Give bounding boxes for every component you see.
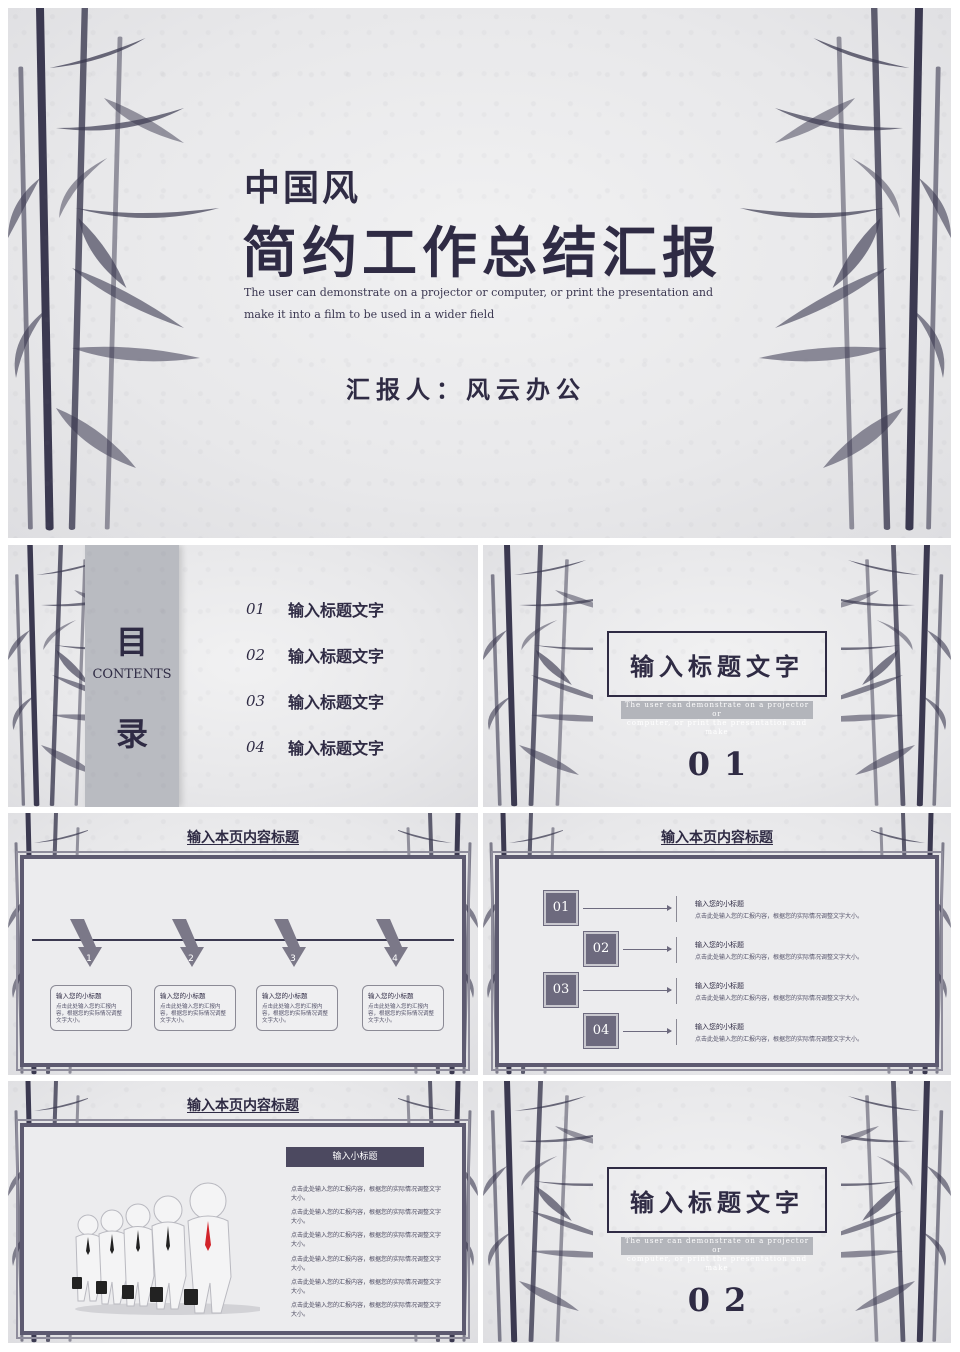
list-slide: 输入本页内容标题 01 02 03 04 输入您的小标题 点击此处输入您的汇报内… bbox=[483, 813, 951, 1075]
section-title: 输入标题文字 bbox=[630, 653, 804, 681]
toc-item-label: 输入标题文字 bbox=[288, 647, 385, 666]
toc-item-label: 输入标题文字 bbox=[288, 739, 385, 758]
paragraph: 点击此处输入您的汇报内容，根据您的实际情况调整文字大小。 bbox=[291, 1256, 442, 1272]
toc-slide: 目 CONTENTS 录 01 输入标题文字 02 输入标题文字 03 输入标题… bbox=[8, 545, 478, 807]
step-number: 2 bbox=[188, 954, 194, 964]
cover-reporter: 汇报人：风云办公 bbox=[346, 376, 586, 404]
divider bbox=[676, 978, 677, 1004]
step-arrow-icon bbox=[274, 919, 306, 967]
section-band-line: computer, or print the presentation and … bbox=[626, 719, 808, 736]
red-tie-icon bbox=[205, 1221, 211, 1251]
section-number: 01 bbox=[687, 745, 761, 783]
step-heading: 输入您的小标题 bbox=[262, 992, 308, 1000]
toc-char-bottom: 录 bbox=[115, 715, 148, 753]
step-body: 点击此处输入您的汇报内容，根据您的实际情况调整文字大小。 bbox=[368, 1004, 435, 1024]
divider bbox=[676, 1019, 677, 1045]
cover-title: 简约工作总结汇报 bbox=[242, 221, 723, 285]
business-team-illustration bbox=[72, 1182, 260, 1315]
toc-item-label: 输入标题文字 bbox=[288, 693, 385, 712]
list-number-box: 01 bbox=[543, 890, 579, 926]
page-title: 输入本页内容标题 bbox=[187, 1098, 299, 1114]
list-number-box: 04 bbox=[583, 1013, 619, 1049]
list-item-body: 点击此处输入您的汇报内容，根据您的实际情况调整文字大小。 bbox=[695, 995, 864, 1002]
step-body: 点击此处输入您的汇报内容，根据您的实际情况调整文字大小。 bbox=[262, 1004, 329, 1024]
step-number: 3 bbox=[290, 954, 296, 964]
divider bbox=[676, 937, 677, 963]
toc-item-number: 04 bbox=[246, 738, 266, 756]
section-number: 02 bbox=[687, 1281, 761, 1319]
step-card: 输入您的小标题 点击此处输入您的汇报内容，根据您的实际情况调整文字大小。 bbox=[154, 985, 236, 1031]
section-description-band: The user can demonstrate on a projector … bbox=[621, 701, 813, 736]
toc-contents-label: CONTENTS bbox=[92, 667, 172, 682]
paragraph: 点击此处输入您的汇报内容，根据您的实际情况调整文字大小。 bbox=[291, 1209, 442, 1225]
list-number-box: 02 bbox=[583, 931, 619, 967]
list-item-heading: 输入您的小标题 bbox=[695, 900, 744, 908]
toc-char-top: 目 bbox=[115, 623, 148, 661]
list-item-heading: 输入您的小标题 bbox=[695, 982, 744, 990]
list-item-body: 点击此处输入您的汇报内容，根据您的实际情况调整文字大小。 bbox=[695, 954, 864, 961]
step-heading: 输入您的小标题 bbox=[368, 992, 414, 1000]
list-item-heading: 输入您的小标题 bbox=[695, 1023, 744, 1031]
step-card: 输入您的小标题 点击此处输入您的汇报内容，根据您的实际情况调整文字大小。 bbox=[256, 985, 338, 1031]
subheading-bar: 输入小标题 bbox=[286, 1147, 424, 1167]
list-item-body: 点击此处输入您的汇报内容，根据您的实际情况调整文字大小。 bbox=[695, 913, 864, 920]
connector-arrow-icon bbox=[623, 1028, 672, 1034]
cover-subtitle: 中国风 bbox=[244, 168, 362, 209]
step-card: 输入您的小标题 点击此处输入您的汇报内容，根据您的实际情况调整文字大小。 bbox=[50, 985, 132, 1031]
step-card: 输入您的小标题 点击此处输入您的汇报内容，根据您的实际情况调整文字大小。 bbox=[362, 985, 444, 1031]
team-slide: 输入本页内容标题 输入小标题 点击此处输入您的汇报内容，根据您的实际情况调整文字… bbox=[8, 1081, 478, 1343]
toc-item-number: 02 bbox=[246, 646, 266, 664]
toc-item[interactable]: 04 输入标题文字 bbox=[246, 735, 384, 759]
step-heading: 输入您的小标题 bbox=[56, 992, 102, 1000]
step-number: 4 bbox=[392, 954, 398, 964]
section-band-line: computer, or print the presentation and … bbox=[626, 1255, 808, 1272]
page-title: 输入本页内容标题 bbox=[661, 830, 773, 846]
section-title: 输入标题文字 bbox=[630, 1189, 804, 1217]
list-item-heading: 输入您的小标题 bbox=[695, 941, 744, 949]
section-title-box: 输入标题文字 bbox=[607, 631, 827, 697]
toc-item-number: 01 bbox=[246, 600, 266, 618]
toc-item-number: 03 bbox=[246, 692, 266, 710]
toc-item[interactable]: 02 输入标题文字 bbox=[246, 643, 384, 667]
cover-slide: 中国风 简约工作总结汇报 The user can demonstrate on… bbox=[8, 8, 951, 538]
paragraph: 点击此处输入您的汇报内容，根据您的实际情况调整文字大小。 bbox=[291, 1186, 442, 1202]
step-heading: 输入您的小标题 bbox=[160, 992, 206, 1000]
list-number-box: 03 bbox=[543, 972, 579, 1008]
process-slide: 输入本页内容标题 1 2 3 4 输入您的小标题 点击此处输入您的汇报内容，根据… bbox=[8, 813, 478, 1075]
paragraph: 点击此处输入您的汇报内容，根据您的实际情况调整文字大小。 bbox=[291, 1279, 442, 1295]
step-arrow-icon bbox=[172, 919, 204, 967]
list-item-body: 点击此处输入您的汇报内容，根据您的实际情况调整文字大小。 bbox=[695, 1036, 864, 1043]
connector-arrow-icon bbox=[623, 946, 672, 952]
paragraph: 点击此处输入您的汇报内容，根据您的实际情况调整文字大小。 bbox=[291, 1302, 442, 1318]
bamboo-left-decoration bbox=[8, 8, 248, 538]
section-description-band: The user can demonstrate on a projector … bbox=[621, 1237, 813, 1272]
toc-item-label: 输入标题文字 bbox=[288, 601, 385, 620]
section-slide-02: 输入标题文字 The user can demonstrate on a pro… bbox=[483, 1081, 951, 1343]
paragraph: 点击此处输入您的汇报内容，根据您的实际情况调整文字大小。 bbox=[291, 1232, 442, 1248]
page-title: 输入本页内容标题 bbox=[187, 830, 299, 846]
bamboo-right-decoration bbox=[711, 8, 951, 538]
toc-item[interactable]: 01 输入标题文字 bbox=[246, 597, 384, 621]
step-number: 1 bbox=[86, 954, 92, 964]
divider bbox=[676, 896, 677, 922]
section-slide-01: 输入标题文字 The user can demonstrate on a pro… bbox=[483, 545, 951, 807]
step-body: 点击此处输入您的汇报内容，根据您的实际情况调整文字大小。 bbox=[160, 1004, 227, 1024]
section-band-line: The user can demonstrate on a projector … bbox=[624, 701, 810, 718]
content-frame bbox=[16, 851, 470, 1071]
toc-item[interactable]: 03 输入标题文字 bbox=[246, 689, 384, 713]
connector-arrow-icon bbox=[583, 905, 672, 911]
content-frame bbox=[491, 851, 943, 1071]
timeline-line bbox=[32, 939, 454, 941]
step-body: 点击此处输入您的汇报内容，根据您的实际情况调整文字大小。 bbox=[56, 1004, 123, 1024]
section-title-box: 输入标题文字 bbox=[607, 1167, 827, 1233]
cover-description: The user can demonstrate on a projector … bbox=[244, 286, 714, 321]
connector-arrow-icon bbox=[583, 987, 672, 993]
toc-tab: 目 CONTENTS 录 bbox=[85, 545, 179, 807]
section-band-line: The user can demonstrate on a projector … bbox=[624, 1237, 810, 1254]
